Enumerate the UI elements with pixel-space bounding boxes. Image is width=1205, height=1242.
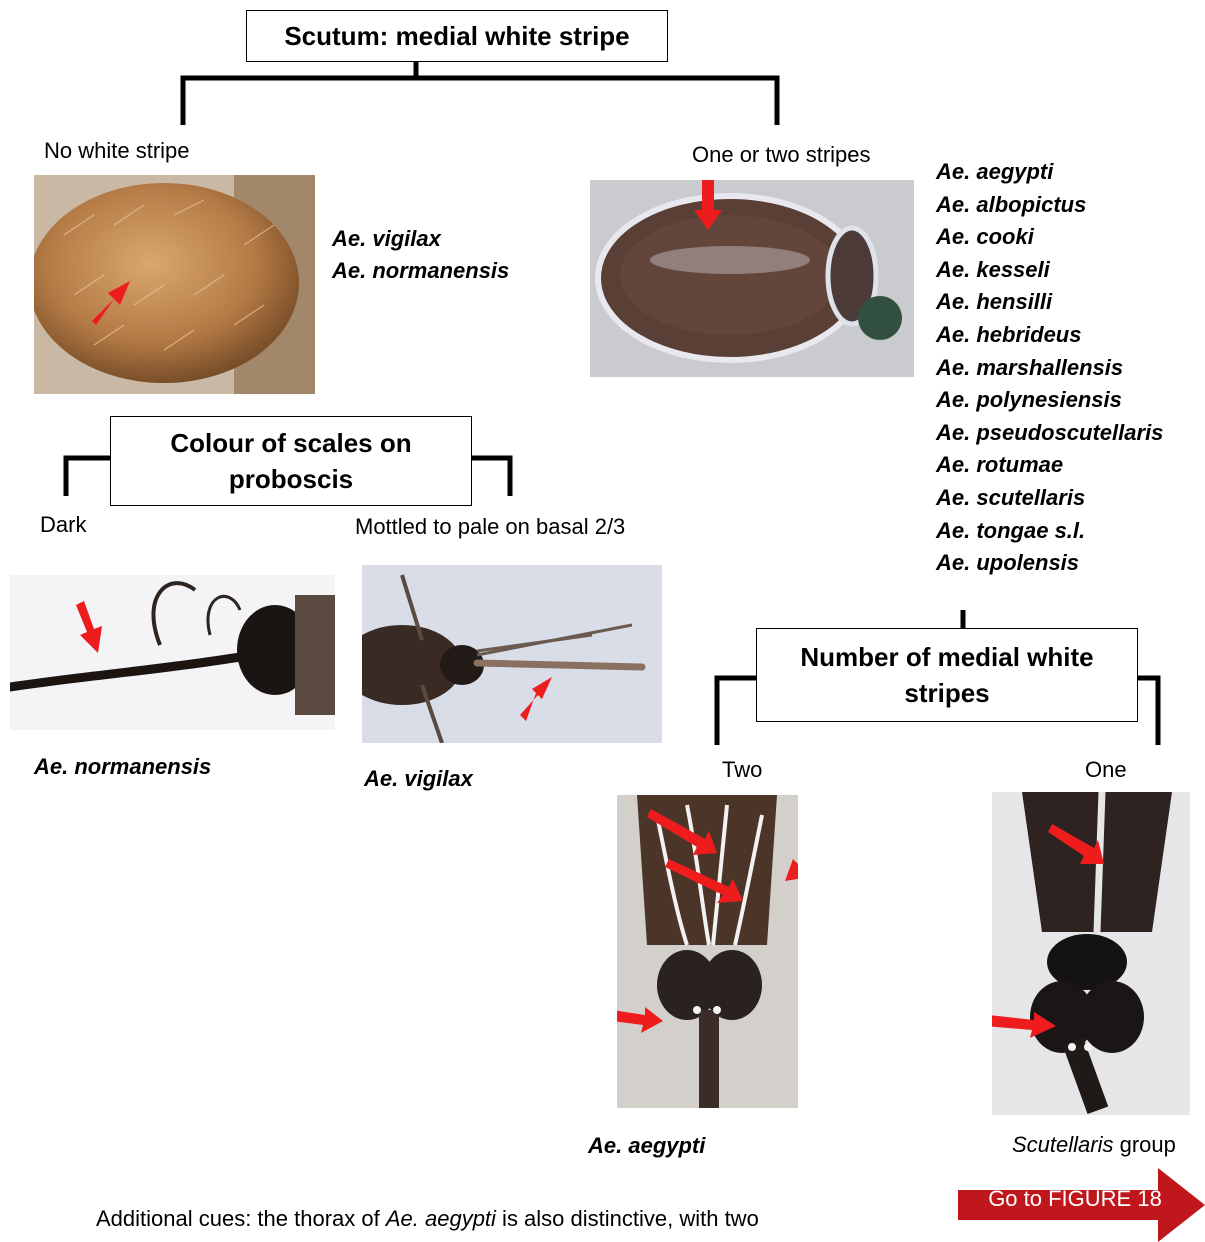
species-item: Ae. albopictus bbox=[936, 189, 1163, 222]
species-item: Ae. marshallensis bbox=[936, 352, 1163, 385]
root-key-box: Scutum: medial white stripe bbox=[246, 10, 668, 62]
pale-species-label: Ae. vigilax bbox=[364, 766, 473, 792]
species-item: Ae. hensilli bbox=[936, 286, 1163, 319]
pale-proboscis-photo bbox=[362, 565, 662, 743]
no-stripe-label: No white stripe bbox=[44, 138, 190, 164]
dark-label: Dark bbox=[40, 512, 86, 538]
stripes-title-line2: stripes bbox=[904, 675, 989, 711]
one-or-two-stripes-label: One or two stripes bbox=[692, 142, 871, 168]
species-item: Ae. pseudoscutellaris bbox=[936, 417, 1163, 450]
footer-note: Additional cues: the thorax of Ae. aegyp… bbox=[96, 1206, 759, 1232]
two-stripes-species-label: Ae. aegypti bbox=[588, 1133, 705, 1159]
species-item: Ae. tongae s.l. bbox=[936, 515, 1163, 548]
species-item: Ae. kesseli bbox=[936, 254, 1163, 287]
group-word: group bbox=[1113, 1132, 1175, 1157]
two-stripes-photo bbox=[617, 795, 798, 1108]
species-item: Ae. aegypti bbox=[936, 156, 1163, 189]
scutellaris-word: Scutellaris bbox=[1012, 1132, 1113, 1157]
stripe-species-list: Ae. aegypti Ae. albopictus Ae. cooki Ae.… bbox=[936, 156, 1163, 580]
scutum-stripe-photo bbox=[590, 180, 914, 377]
proboscis-key-box: Colour of scales on proboscis bbox=[110, 416, 472, 506]
two-label: Two bbox=[722, 757, 762, 783]
scutum-no-stripe-photo bbox=[34, 175, 315, 394]
footer-species: Ae. aegypti bbox=[386, 1206, 496, 1231]
species-item: Ae. scutellaris bbox=[936, 482, 1163, 515]
left-species-1: Ae. vigilax bbox=[332, 226, 441, 252]
go-to-figure-label[interactable]: Go to FIGURE 18 bbox=[970, 1186, 1180, 1212]
species-item: Ae. cooki bbox=[936, 221, 1163, 254]
dark-proboscis-photo bbox=[10, 575, 335, 730]
left-species-2: Ae. normanensis bbox=[332, 258, 509, 284]
one-stripe-species-label: Scutellaris group bbox=[1012, 1132, 1176, 1158]
mottled-label: Mottled to pale on basal 2/3 bbox=[355, 514, 625, 540]
root-key-title: Scutum: medial white stripe bbox=[284, 18, 629, 54]
footer-suffix: is also distinctive, with two bbox=[496, 1206, 759, 1231]
one-label: One bbox=[1085, 757, 1127, 783]
species-item: Ae. hebrideus bbox=[936, 319, 1163, 352]
footer-prefix: Additional cues: the thorax of bbox=[96, 1206, 386, 1231]
proboscis-title-line1: Colour of scales on bbox=[170, 425, 411, 461]
species-item: Ae. rotumae bbox=[936, 449, 1163, 482]
stripes-title-line1: Number of medial white bbox=[800, 639, 1093, 675]
one-stripe-photo bbox=[992, 792, 1190, 1115]
proboscis-title-line2: proboscis bbox=[229, 461, 353, 497]
stripes-key-box: Number of medial white stripes bbox=[756, 628, 1138, 722]
species-item: Ae. polynesiensis bbox=[936, 384, 1163, 417]
species-item: Ae. upolensis bbox=[936, 547, 1163, 580]
dark-species-label: Ae. normanensis bbox=[34, 754, 211, 780]
